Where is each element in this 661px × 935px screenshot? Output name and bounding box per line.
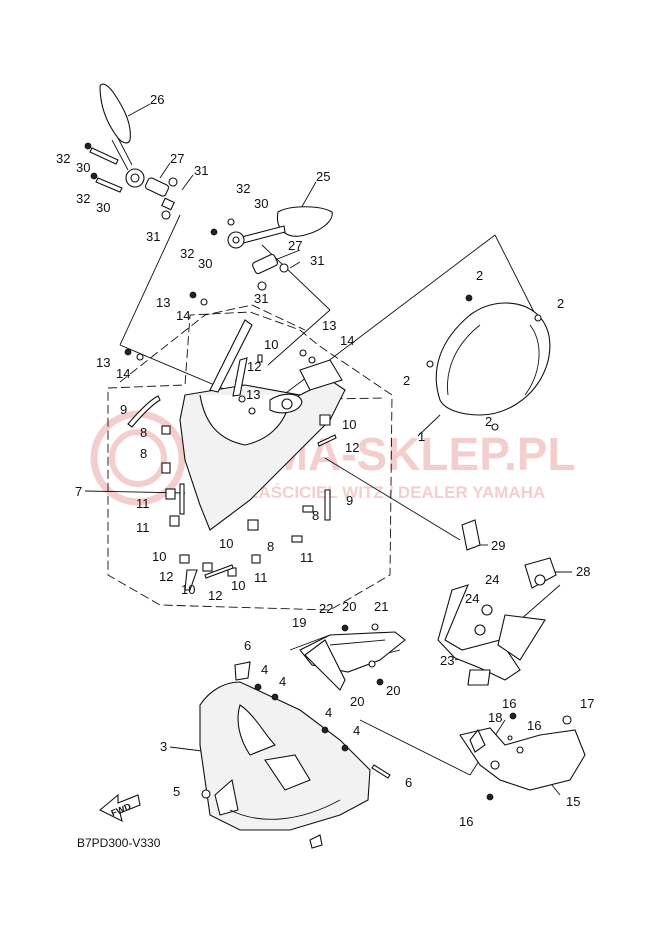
callout-5: 5 [173,784,180,799]
callout-labels: 26 32 30 32 30 27 31 31 25 32 30 32 30 2… [56,92,594,829]
callout-26: 26 [150,92,164,107]
callout-12: 12 [208,588,222,603]
callout-31: 31 [310,253,324,268]
watermark-sub-text: WŁAŚCICIEL WITZ / DEALER YAMAHA [232,483,545,502]
callout-3: 3 [160,739,167,754]
callout-10: 10 [219,536,233,551]
callout-31: 31 [194,163,208,178]
callout-11: 11 [254,570,268,585]
callout-15: 15 [566,794,580,809]
callout-32: 32 [56,151,70,166]
callout-13: 13 [322,318,336,333]
callout-23: 23 [440,653,454,668]
inner-panel-part [179,319,346,531]
mirror-left-part [84,83,178,220]
callout-10: 10 [342,417,356,432]
callout-13: 13 [246,387,260,402]
callout-13: 13 [156,295,170,310]
fwd-arrow-icon: FWD [99,793,141,823]
callout-11: 11 [136,520,150,535]
callout-11: 11 [300,550,314,565]
callout-14: 14 [176,308,190,323]
callout-7: 7 [75,484,82,499]
callout-13: 13 [96,355,110,370]
callout-12: 12 [159,569,173,584]
callout-28: 28 [576,564,590,579]
lower-cowling-part [199,661,391,849]
callout-2: 2 [476,268,483,283]
upper-cover-part [299,623,406,691]
callout-27: 27 [288,238,302,253]
callout-18: 18 [488,710,502,725]
callout-8: 8 [140,425,147,440]
callout-14: 14 [340,333,354,348]
callout-30: 30 [198,256,212,271]
callout-8: 8 [140,446,147,461]
callout-4: 4 [261,662,268,677]
fasteners-group [124,291,337,591]
callout-10: 10 [181,582,195,597]
callout-14: 14 [116,366,130,381]
callout-2: 2 [557,296,564,311]
under-cover-part [459,712,586,801]
callout-9: 9 [346,493,353,508]
callout-20: 20 [386,683,400,698]
callout-25: 25 [316,169,330,184]
callout-20: 20 [342,599,356,614]
callout-16: 16 [459,814,473,829]
callout-4: 4 [279,674,286,689]
callout-12: 12 [247,359,261,374]
callout-32: 32 [76,191,90,206]
diagram-code: B7PD300-V330 [77,836,161,850]
callout-30: 30 [254,196,268,211]
callout-10: 10 [231,578,245,593]
callout-4: 4 [353,723,360,738]
callout-19: 19 [292,615,306,630]
callout-17: 17 [580,696,594,711]
callout-8: 8 [267,539,274,554]
callout-16: 16 [527,718,541,733]
bracket-stay-part [437,519,557,686]
callout-11: 11 [136,496,150,511]
callout-8: 8 [312,508,319,523]
windshield-part [426,294,551,431]
callout-2: 2 [485,414,492,429]
callout-32: 32 [236,181,250,196]
callout-30: 30 [76,160,90,175]
callout-32: 32 [180,246,194,261]
callout-10: 10 [264,337,278,352]
callout-2: 2 [403,373,410,388]
callout-31: 31 [254,291,268,306]
callout-24: 24 [485,572,499,587]
callout-27: 27 [170,151,184,166]
callout-31: 31 [146,229,160,244]
callout-29: 29 [491,538,505,553]
callout-20: 20 [350,694,364,709]
callout-16: 16 [502,696,516,711]
mirror-right-part [210,206,333,291]
callout-6: 6 [405,775,412,790]
callout-1: 1 [418,429,425,444]
callout-30: 30 [96,200,110,215]
callout-10: 10 [152,549,166,564]
callout-24: 24 [465,591,479,606]
callout-12: 12 [345,440,359,455]
callout-6: 6 [244,638,251,653]
callout-4: 4 [325,705,332,720]
callout-22: 22 [319,601,333,616]
callout-21: 21 [374,599,388,614]
callout-9: 9 [120,402,127,417]
